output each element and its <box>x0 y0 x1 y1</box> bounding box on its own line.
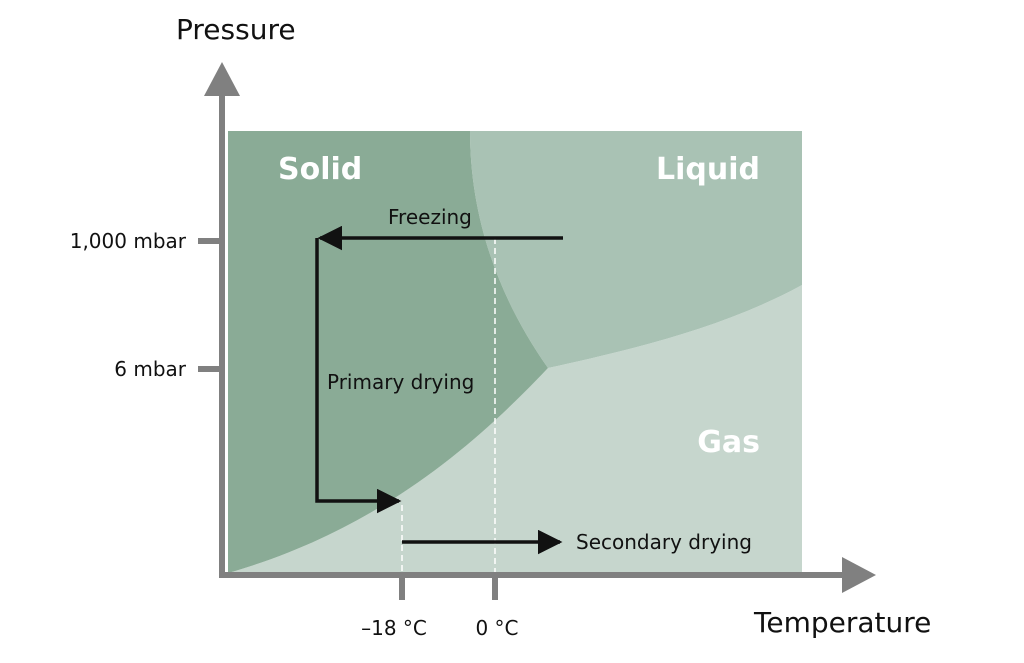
x-axis-title: Temperature <box>753 606 931 639</box>
gas-region <box>228 285 802 573</box>
process-label-freezing: Freezing <box>388 205 472 229</box>
y-tick-label-6mbar: 6 mbar <box>114 357 187 381</box>
x-axis-arrowhead <box>842 557 876 593</box>
region-label-solid: Solid <box>278 152 362 187</box>
region-label-liquid: Liquid <box>656 152 760 187</box>
y-axis-arrowhead <box>204 62 240 96</box>
x-tick-label-0c: 0 °C <box>475 616 518 640</box>
y-axis-title: Pressure <box>176 13 296 46</box>
region-label-gas: Gas <box>697 425 760 460</box>
x-tick-label-minus18c: –18 °C <box>361 616 427 640</box>
solid-region <box>228 131 548 573</box>
y-tick-label-1000mbar: 1,000 mbar <box>70 229 187 253</box>
process-label-primary-drying: Primary drying <box>327 370 474 394</box>
liquid-region <box>470 131 802 368</box>
process-label-secondary-drying: Secondary drying <box>576 530 752 554</box>
primary-drying-arrow <box>315 238 402 514</box>
